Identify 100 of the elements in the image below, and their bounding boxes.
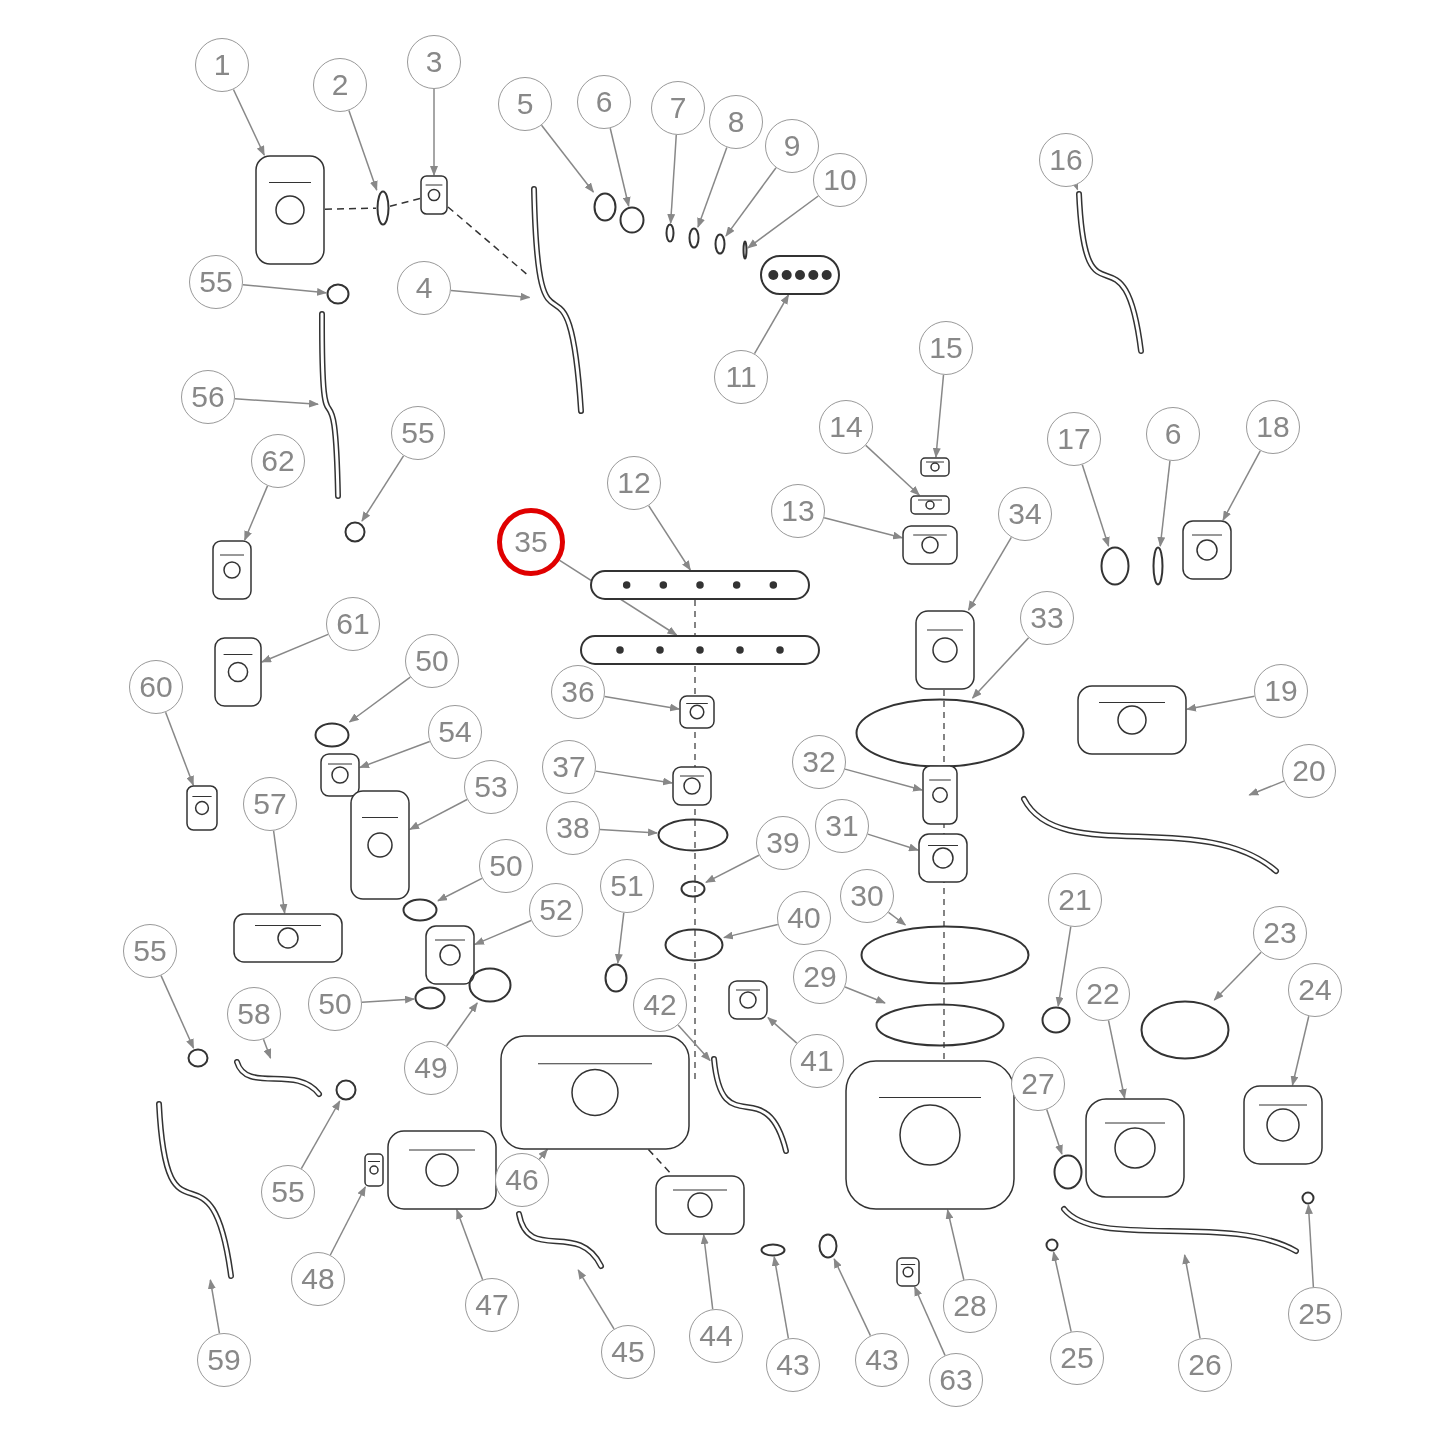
ring-drawing <box>1053 1154 1083 1190</box>
callout-number: 6 <box>577 75 631 129</box>
assembly-line <box>324 207 377 210</box>
callout-number: 20 <box>1282 744 1336 798</box>
ring-drawing <box>1100 546 1130 586</box>
callout-number: 31 <box>815 799 869 853</box>
callout-number: 40 <box>777 891 831 945</box>
leader-line <box>348 109 378 191</box>
assembly-line <box>389 197 421 207</box>
leader-line <box>1304 1204 1315 1288</box>
leader-line <box>647 504 692 571</box>
callout-number: 48 <box>291 1252 345 1306</box>
leader-line <box>1055 925 1072 1007</box>
leader-line <box>359 740 431 769</box>
callout-number: 43 <box>855 1333 909 1387</box>
callout-number: 14 <box>819 400 873 454</box>
part-drawing <box>214 637 262 707</box>
leader-line <box>243 485 269 541</box>
leader-line <box>430 88 438 176</box>
part-drawing <box>1182 520 1232 580</box>
callout-number: 1 <box>195 38 249 92</box>
part-drawing <box>728 980 768 1020</box>
ring-drawing <box>860 925 1030 985</box>
leader-line <box>232 88 265 156</box>
callout-number: 23 <box>1253 906 1307 960</box>
leader-line <box>1157 460 1171 547</box>
part-drawing <box>500 1034 690 1150</box>
callout-number: 41 <box>790 1034 844 1088</box>
part-drawing <box>920 457 950 477</box>
callout-number: 61 <box>326 597 380 651</box>
callout-number: 39 <box>756 816 810 870</box>
part-drawing <box>255 155 325 265</box>
ring-drawing <box>604 963 628 993</box>
leader-line <box>540 124 595 193</box>
callout-number: 2 <box>313 58 367 112</box>
leader-line <box>767 1016 798 1044</box>
callout-number: 4 <box>397 261 451 315</box>
callout-number: 56 <box>181 370 235 424</box>
leader-line <box>558 559 678 636</box>
callout-number: 46 <box>495 1153 549 1207</box>
part-drawing <box>233 913 343 963</box>
callout-number: 53 <box>464 760 518 814</box>
callout-number: 47 <box>465 1278 519 1332</box>
leader-line <box>700 1234 714 1310</box>
callout-number: 43 <box>766 1338 820 1392</box>
leader-line <box>677 1024 711 1062</box>
leader-line <box>1186 695 1256 712</box>
ring-drawing <box>1041 1006 1071 1034</box>
callout-number: 32 <box>792 735 846 789</box>
ring-drawing <box>714 233 726 255</box>
ring-drawing <box>314 722 350 748</box>
leader-line <box>594 770 673 786</box>
callout-number: 3 <box>407 35 461 89</box>
part-drawing <box>910 495 950 515</box>
callout-number: 25 <box>1050 1331 1104 1385</box>
leader-line <box>348 676 412 723</box>
callout-number: 58 <box>227 987 281 1041</box>
callout-number: 44 <box>689 1309 743 1363</box>
callout-number: 11 <box>714 350 768 404</box>
callout-number: 57 <box>243 777 297 831</box>
leader-line <box>272 830 288 914</box>
leader-line <box>747 195 819 249</box>
leader-line <box>474 919 532 946</box>
callout-number: 34 <box>998 487 1052 541</box>
callout-number: 50 <box>308 977 362 1031</box>
leader-line <box>867 833 919 852</box>
leader-line <box>723 923 779 940</box>
ring-drawing <box>1140 1000 1230 1060</box>
callout-number: 13 <box>771 484 825 538</box>
callout-number: 6 <box>1146 407 1200 461</box>
ring-drawing <box>335 1079 357 1101</box>
leader-line <box>725 167 777 237</box>
leader-line <box>1107 1019 1127 1099</box>
leader-line <box>609 127 631 207</box>
callout-number: 22 <box>1076 967 1130 1021</box>
part-drawing <box>845 1060 1015 1210</box>
leader-line <box>887 911 907 926</box>
callout-number: 33 <box>1020 591 1074 645</box>
callout-number: 29 <box>793 950 847 1004</box>
part-drawing <box>1085 1098 1185 1198</box>
callout-number: 52 <box>529 883 583 937</box>
callout-number: 54 <box>428 705 482 759</box>
callout-number: 16 <box>1039 133 1093 187</box>
callout-number: 55 <box>261 1165 315 1219</box>
part-drawing <box>580 635 820 665</box>
part-drawing <box>1077 685 1187 755</box>
callout-number: 19 <box>1254 664 1308 718</box>
callout-number: 7 <box>651 81 705 135</box>
callout-number: 12 <box>607 456 661 510</box>
part-drawing <box>1020 795 1280 875</box>
callout-number: 38 <box>546 801 600 855</box>
leader-line <box>361 995 415 1004</box>
part-drawing <box>655 1175 745 1235</box>
part-drawing <box>902 525 958 565</box>
leader-line <box>1248 780 1285 796</box>
callout-number: 17 <box>1047 412 1101 466</box>
leader-line <box>603 695 680 712</box>
ring-drawing <box>1152 546 1164 586</box>
callout-number: 18 <box>1246 400 1300 454</box>
callout-number: 59 <box>197 1333 251 1387</box>
